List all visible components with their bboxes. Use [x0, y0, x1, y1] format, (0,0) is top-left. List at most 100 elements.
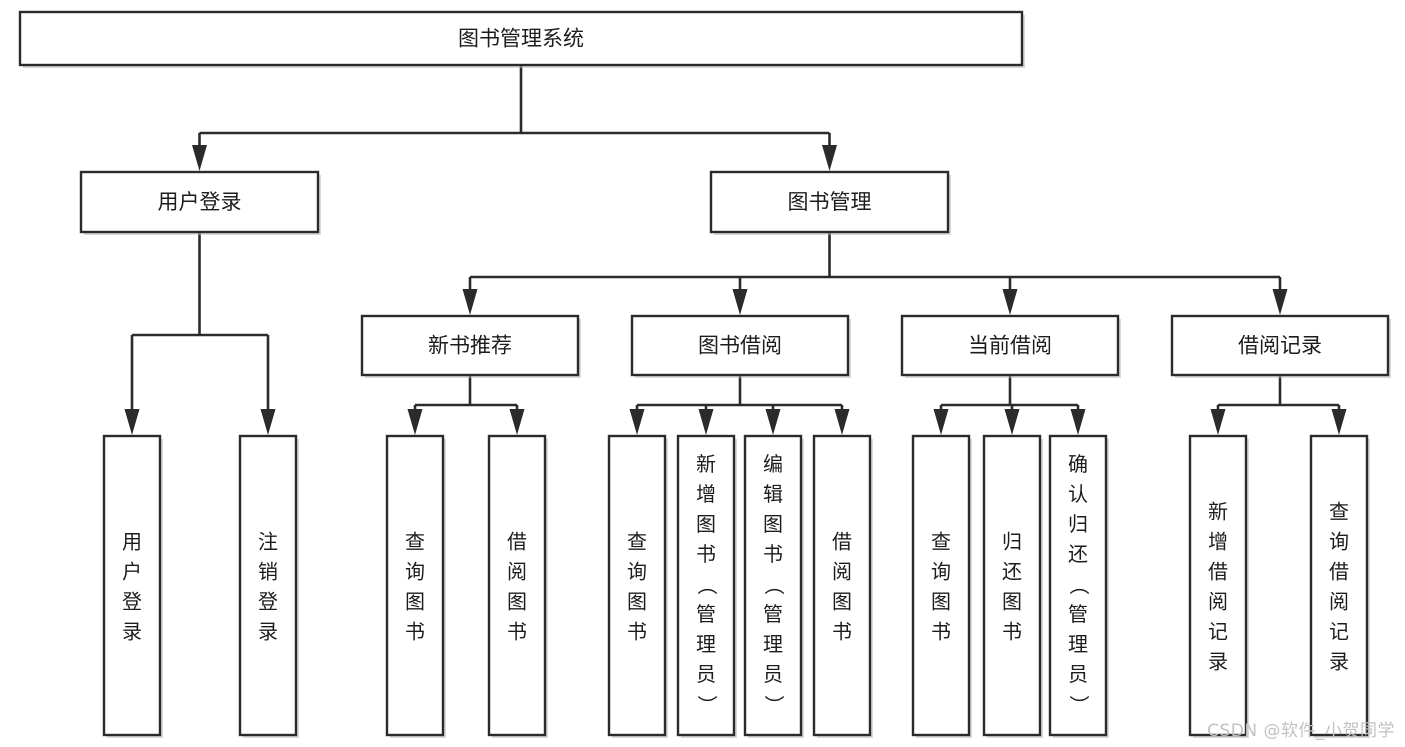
- node-label-char: 录: [1208, 650, 1228, 674]
- node-label-char: 登: [258, 590, 278, 614]
- csdn-watermark: CSDN @软件_小贺同学: [1207, 721, 1395, 741]
- node-box: [743, 434, 803, 737]
- node-label-char: 书: [1002, 620, 1022, 644]
- node-label-char: 询: [931, 560, 951, 584]
- node-label-char: 书: [931, 620, 951, 644]
- arrow-head-icon: [192, 145, 207, 171]
- node-label-char: 查: [931, 530, 951, 554]
- node-label: 图书管理: [788, 190, 872, 214]
- node-label-char: 新: [696, 452, 716, 476]
- arrow-head-icon: [698, 409, 714, 435]
- node-label: 图书借阅: [698, 334, 782, 358]
- node-label-char: 书: [763, 542, 783, 566]
- node-label-char: 用: [122, 530, 142, 554]
- node-label-char: 认: [1068, 482, 1088, 506]
- node-user-login[interactable]: 用户登录: [79, 170, 321, 235]
- node-label-char: 员: [763, 662, 783, 686]
- node-box: [385, 434, 445, 737]
- connector-conn-root: [192, 65, 837, 171]
- node-label: 新书推荐: [428, 334, 512, 358]
- node-box: [238, 434, 298, 737]
- node-label-char: 询: [627, 560, 647, 584]
- arrow-head-icon: [462, 289, 478, 315]
- node-box: [487, 434, 547, 737]
- node-box: [79, 170, 320, 234]
- node-box: [1170, 314, 1390, 377]
- node-box: [900, 314, 1120, 377]
- node-book-borrow[interactable]: 图书借阅: [630, 314, 851, 378]
- node-label-char: ）: [1067, 695, 1091, 715]
- node-new-book-recommend[interactable]: 新书推荐: [360, 314, 581, 378]
- node-label-char: 图: [1002, 590, 1022, 614]
- node-label-char: 图: [507, 590, 527, 614]
- node-box: [676, 434, 736, 737]
- arrow-head-icon: [1331, 409, 1347, 435]
- node-box: [709, 170, 950, 234]
- node-label-char: 借: [507, 530, 527, 554]
- node-label-char: 录: [122, 620, 142, 644]
- node-label-char: 阅: [832, 560, 852, 584]
- node-box: [812, 434, 872, 737]
- node-label-char: 录: [258, 620, 278, 644]
- node-label-char: （: [695, 575, 719, 595]
- node-label-char: 登: [122, 590, 142, 614]
- node-label-char: 查: [1329, 500, 1349, 524]
- node-borrow-record[interactable]: 借阅记录: [1170, 314, 1391, 378]
- arrow-head-icon: [1272, 289, 1288, 315]
- arrow-head-icon: [1004, 409, 1020, 435]
- node-label-char: 销: [258, 560, 278, 584]
- node-label-char: 询: [405, 560, 425, 584]
- node-label-char: 理: [763, 632, 783, 656]
- node-label-char: 阅: [507, 560, 527, 584]
- node-current-borrow[interactable]: 当前借阅: [900, 314, 1121, 378]
- node-label-char: 增: [696, 482, 716, 506]
- node-label-char: 注: [258, 530, 278, 554]
- node-box: [607, 434, 667, 737]
- node-layer: 图书管理系统用户登录图书管理新书推荐图书借阅当前借阅借阅记录用户登录注销登录查询…: [18, 10, 1391, 738]
- node-root[interactable]: 图书管理系统: [18, 10, 1025, 68]
- arrow-head-icon: [1002, 289, 1018, 315]
- node-leaf-user-login[interactable]: 用户登录: [102, 434, 163, 738]
- node-label: 图书管理系统: [458, 27, 584, 51]
- node-box: [18, 10, 1024, 67]
- node-label-char: 借: [832, 530, 852, 554]
- node-label-char: 还: [1002, 560, 1022, 584]
- node-box: [911, 434, 971, 737]
- node-label: 用户登录: [122, 530, 142, 644]
- arrow-head-icon: [1210, 409, 1226, 435]
- node-label-char: 阅: [1208, 590, 1228, 614]
- arrow-head-icon: [260, 409, 276, 435]
- node-label-char: 记: [1329, 620, 1349, 644]
- node-label-char: 图: [832, 590, 852, 614]
- node-label-char: 查: [627, 530, 647, 554]
- node-label: 当前借阅: [968, 334, 1052, 358]
- node-label-char: 书: [627, 620, 647, 644]
- node-label-char: 管: [696, 602, 716, 626]
- arrow-head-icon: [732, 289, 748, 315]
- connector-conn-current-borrow: [933, 375, 1086, 435]
- node-label-char: 新: [1208, 500, 1228, 524]
- node-box: [1188, 434, 1248, 737]
- node-book-manage[interactable]: 图书管理: [709, 170, 951, 235]
- node-label-char: 书: [832, 620, 852, 644]
